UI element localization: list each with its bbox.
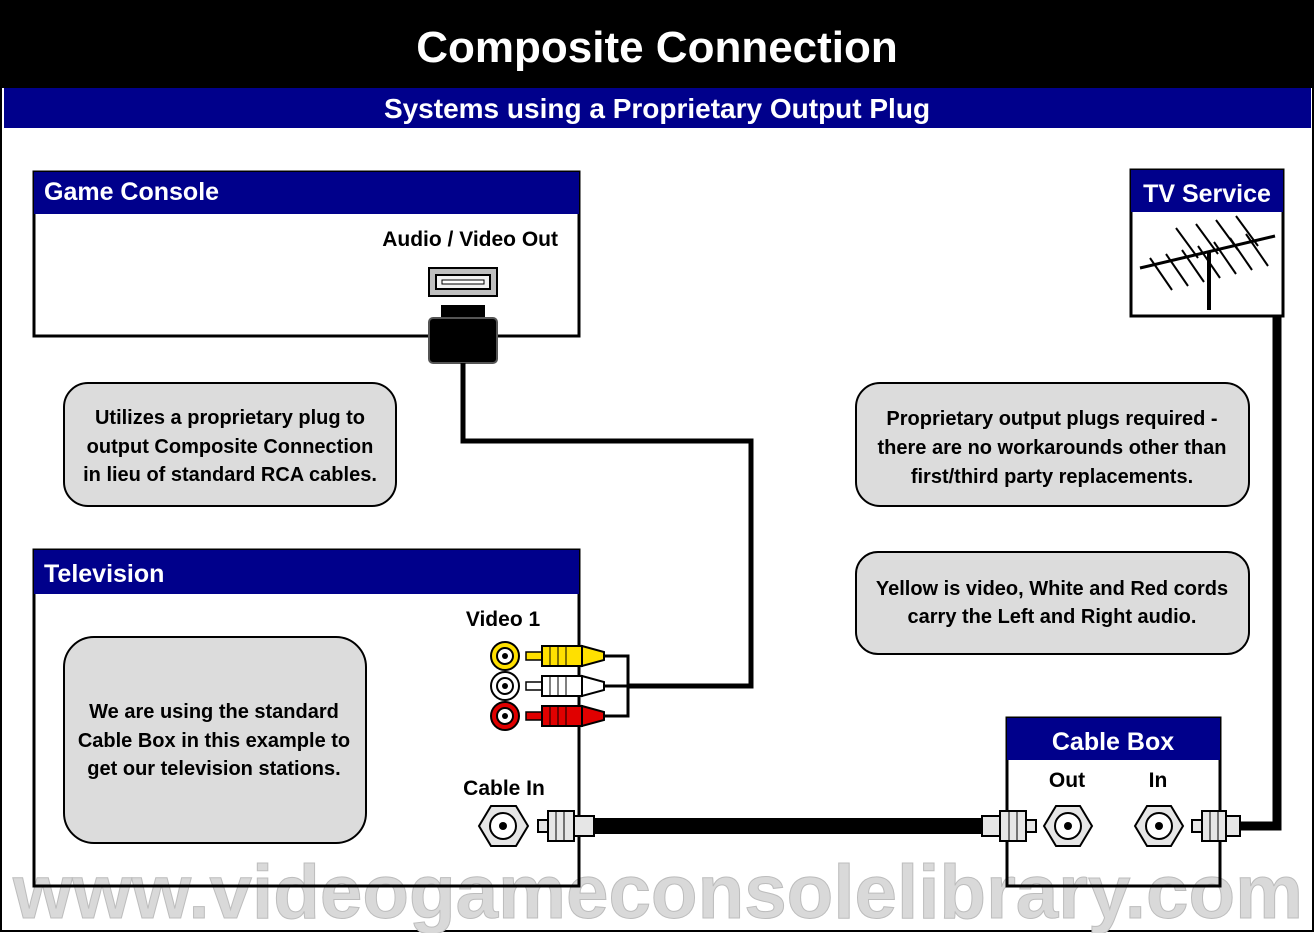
tv-cable-in-jack-icon	[477, 805, 530, 847]
av-out-port-icon	[428, 267, 498, 297]
note-television-line-3: get our television stations.	[87, 758, 340, 780]
antenna-icon	[1139, 215, 1276, 310]
note-proprietary-line-1: Proprietary output plugs required -	[886, 408, 1217, 430]
title-bar	[2, 2, 1313, 88]
cable-box-label: Cable Box	[1052, 728, 1174, 756]
antenna-cable	[1238, 316, 1282, 831]
watermark-text: www.videogameconsolelibrary.com	[12, 850, 1303, 933]
composite-cable	[460, 363, 754, 718]
page-subtitle: Systems using a Proprietary Output Plug	[384, 93, 930, 124]
cable-box-out-jack-icon	[1042, 805, 1094, 847]
note-television-line-2: Cable Box in this example to	[78, 730, 350, 752]
note-console-line-1: Utilizes a proprietary plug to	[95, 407, 365, 429]
tv-service-label: TV Service	[1143, 180, 1271, 208]
subtitle-bar	[4, 88, 1311, 128]
rca-jack-red-icon	[490, 701, 520, 731]
note-console-line-3: in lieu of standard RCA cables.	[83, 464, 377, 486]
coax-plug-out-icon	[981, 810, 1037, 842]
video-1-label: Video 1	[466, 608, 541, 631]
note-proprietary: Proprietary output plugs required - ther…	[855, 382, 1250, 507]
game-console-label: Game Console	[44, 178, 219, 206]
coax-plug-icon	[537, 810, 595, 842]
note-proprietary-line-2: there are no workarounds other than	[878, 437, 1227, 459]
note-television: We are using the standard Cable Box in t…	[63, 636, 367, 844]
note-console: Utilizes a proprietary plug to output Co…	[63, 382, 397, 507]
cable-box-in-jack-icon	[1133, 805, 1185, 847]
television-label: Television	[44, 560, 164, 588]
rca-jack-white-icon	[490, 671, 520, 701]
cable-in-label: Cable In	[463, 777, 545, 800]
page-title: Composite Connection	[416, 23, 898, 72]
note-cords-line-1: Yellow is video, White and Red cords	[876, 578, 1228, 600]
rca-plug-red-icon	[525, 704, 605, 728]
coax-plug-in-icon	[1191, 810, 1241, 842]
cable-box: Cable Box Out In	[1005, 716, 1222, 888]
av-out-label: Audio / Video Out	[382, 228, 558, 251]
rca-plug-white-icon	[525, 674, 605, 698]
cable-box-out-label: Out	[1049, 769, 1085, 792]
game-console-box: Game Console Audio / Video Out	[32, 170, 581, 338]
cable-box-in-label: In	[1149, 769, 1168, 792]
note-console-line-2: output Composite Connection	[87, 436, 374, 458]
note-television-line-1: We are using the standard	[89, 701, 339, 723]
note-proprietary-line-3: first/third party replacements.	[911, 466, 1193, 488]
note-cords-line-2: carry the Left and Right audio.	[908, 606, 1197, 628]
note-cords: Yellow is video, White and Red cords car…	[855, 551, 1250, 655]
rca-jack-yellow-icon	[490, 641, 520, 671]
tv-service-box: TV Service	[1129, 168, 1285, 318]
rca-plug-yellow-icon	[525, 644, 605, 668]
